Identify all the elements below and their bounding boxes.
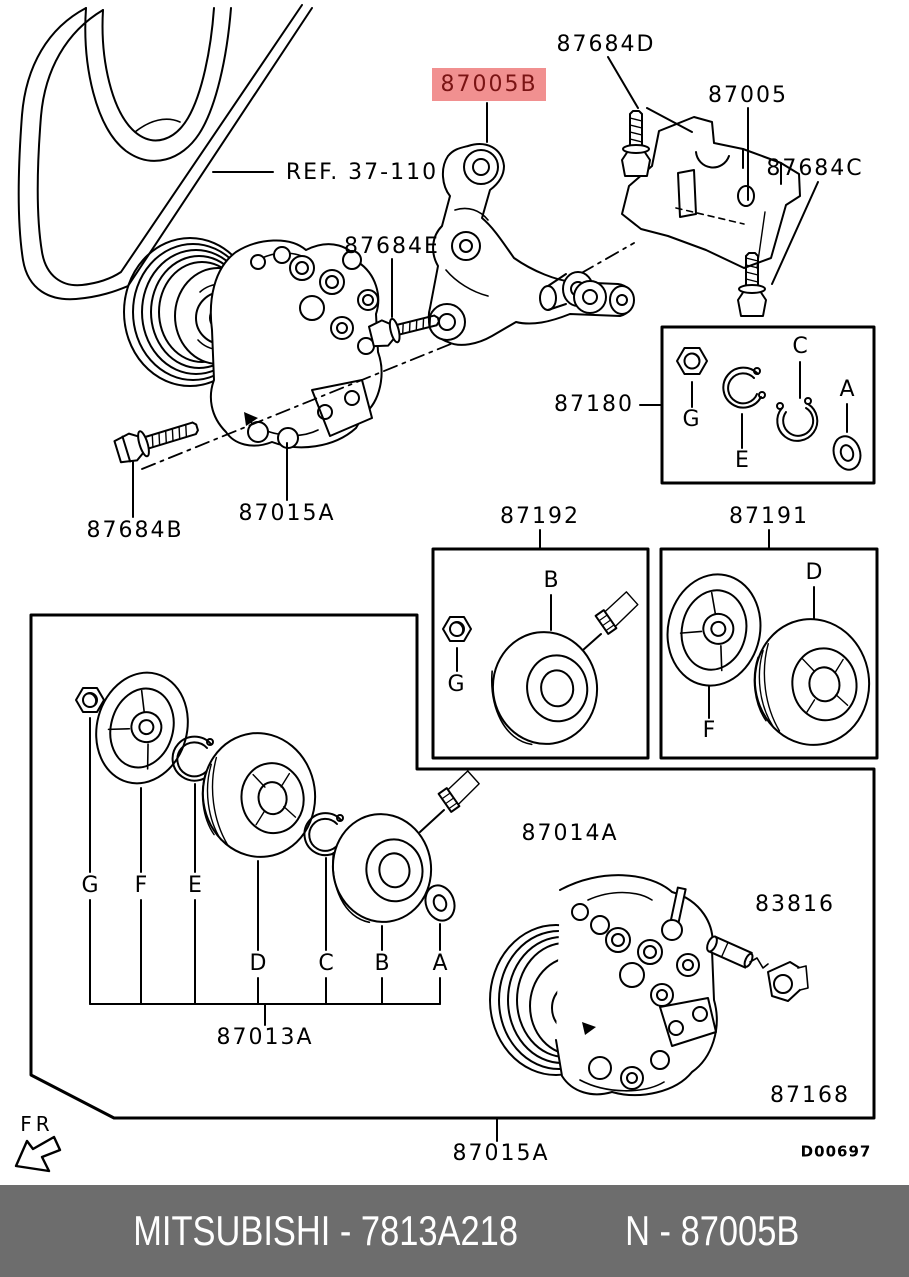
compressor-87015A-drawing bbox=[123, 237, 383, 449]
kit-87191-box bbox=[659, 547, 879, 760]
part-label-87013A[interactable]: 87013A bbox=[216, 1025, 314, 1050]
selected-part-label-87005B[interactable]: 87005B bbox=[432, 68, 546, 101]
catalog-banner: MITSUBISHI - 7813A218 N - 87005B bbox=[0, 1185, 909, 1277]
callout-letter-g: G bbox=[682, 407, 700, 432]
callout-letter-b: B bbox=[374, 951, 390, 976]
drawing-code-label: D00697 bbox=[800, 1142, 872, 1161]
ref-belt-label: REF. 37-110 bbox=[285, 160, 439, 185]
part-label-87168[interactable]: 87168 bbox=[770, 1083, 850, 1108]
bolt-87684D-drawing bbox=[621, 110, 651, 177]
callout-letter-g: G bbox=[447, 672, 465, 697]
kit-87180-box bbox=[660, 325, 876, 485]
bolt-87684E-drawing bbox=[367, 314, 440, 348]
sensor-83816-drawing bbox=[706, 935, 809, 1002]
bolt-87684B-drawing bbox=[113, 421, 199, 464]
callout-letter-g: G bbox=[81, 873, 99, 898]
callout-letter-d: D bbox=[805, 560, 823, 585]
bolt-87684C-drawing bbox=[737, 252, 767, 317]
part-label-87684D[interactable]: 87684D bbox=[556, 32, 656, 57]
callout-letter-a: A bbox=[839, 377, 855, 402]
banner-selected-part-text: N - 87005B bbox=[624, 1207, 800, 1254]
part-label-83816[interactable]: 83816 bbox=[755, 892, 835, 917]
banner-make-part-text: MITSUBISHI - 7813A218 bbox=[132, 1207, 518, 1254]
callout-letter-c: C bbox=[792, 334, 808, 359]
callout-letter-e: E bbox=[188, 873, 202, 898]
callout-letter-a: A bbox=[432, 951, 448, 976]
part-label-87684C[interactable]: 87684C bbox=[766, 156, 864, 181]
part-label-87684E[interactable]: 87684E bbox=[344, 234, 440, 259]
part-label-87192[interactable]: 87192 bbox=[500, 504, 580, 529]
callout-letter-f: F bbox=[702, 718, 716, 743]
fr-direction-label: FR bbox=[20, 1112, 54, 1136]
part-label-87180[interactable]: 87180 bbox=[554, 392, 634, 417]
belt-drawing bbox=[17, 4, 313, 301]
fr-direction-arrow-icon bbox=[14, 1135, 62, 1173]
part-label-87684B[interactable]: 87684B bbox=[86, 518, 184, 543]
part-label-87015A-top[interactable]: 87015A bbox=[238, 501, 336, 526]
callout-letter-f: F bbox=[134, 873, 148, 898]
compressor-87014A-drawing bbox=[489, 874, 718, 1096]
part-label-87191[interactable]: 87191 bbox=[729, 504, 809, 529]
callout-letter-b: B bbox=[543, 568, 559, 593]
callout-letter-e: E bbox=[735, 448, 749, 473]
bushing-spacers-drawing bbox=[539, 271, 635, 315]
kit-87192-box bbox=[431, 547, 650, 760]
callout-letter-d: D bbox=[249, 951, 267, 976]
bracket-87005B-drawing bbox=[427, 143, 634, 346]
part-label-87015A-bottom[interactable]: 87015A bbox=[452, 1141, 550, 1166]
callout-letter-c: C bbox=[318, 951, 334, 976]
bracket-87005-drawing bbox=[621, 116, 801, 269]
part-label-87014A[interactable]: 87014A bbox=[521, 821, 619, 846]
part-label-87005[interactable]: 87005 bbox=[708, 83, 788, 108]
